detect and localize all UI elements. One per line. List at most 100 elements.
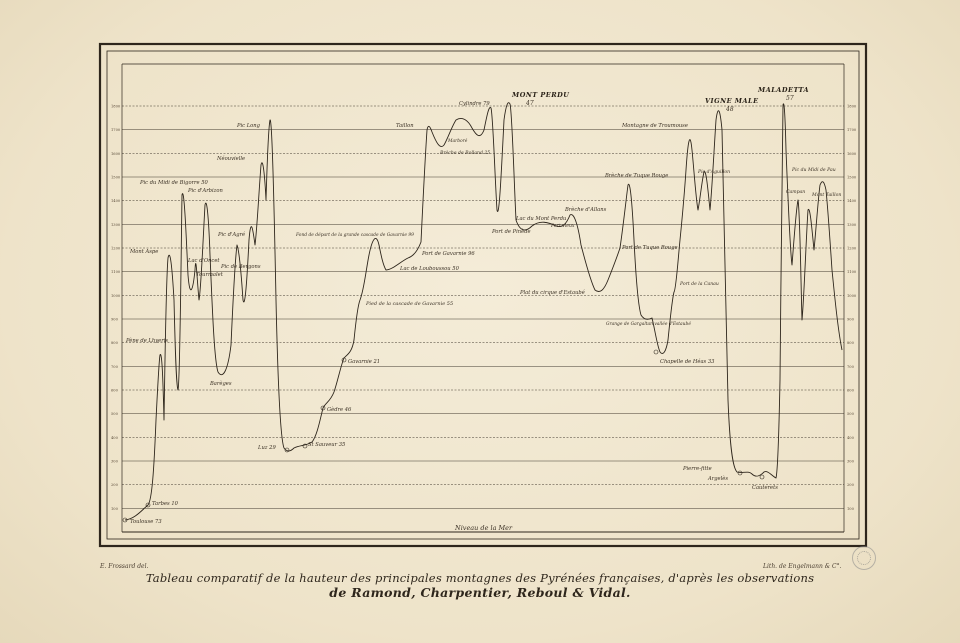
- axis-tick-label: 1200: [847, 247, 857, 251]
- label-lac-oncet: Lac d'Oncet: [187, 258, 220, 264]
- axis-tick-label: 400: [111, 436, 119, 440]
- axis-tick-label: 400: [847, 436, 855, 440]
- label-port-canau: Port de la Canau: [679, 281, 719, 287]
- axis-tick-label: 1600: [847, 152, 857, 156]
- label-taillon: Taillon: [396, 123, 414, 129]
- label-cylindre: Cylindre 79: [459, 101, 490, 107]
- label-lac-mont-perdu: Lac du Mont Perdu: [515, 216, 566, 222]
- sea-level-label: Niveau de la Mer: [454, 524, 513, 532]
- label-port-vieux: Port vieux: [550, 223, 575, 229]
- label-gavarnie: Gavarnie 21: [348, 359, 380, 365]
- label-gedre: Gèdre 46: [327, 406, 352, 413]
- axis-tick-label: 700: [847, 365, 855, 369]
- axis-tick-label: 600: [111, 389, 119, 393]
- label-breche-rolland: Brèche de Rolland 25: [439, 149, 490, 156]
- label-argeles: Argelès: [707, 475, 728, 482]
- left-axis-ticks: 100 200 300 400 500 600 700 800 900 1000 1100 1200 1…: [111, 105, 121, 511]
- axis-tick-label: 1700: [111, 128, 121, 132]
- label-toulouse: Toulouse 73: [130, 519, 162, 525]
- label-pic-du-midi-bigorre: Pic du Midi de Bigorre 50: [139, 180, 209, 186]
- library-stamp: [852, 546, 876, 570]
- credit-lithographer: Lith. de Engelmann & C°.: [763, 563, 842, 570]
- axis-tick-label: 1300: [111, 223, 121, 227]
- peak-num-vigne-male: 48: [725, 106, 734, 113]
- axis-tick-label: 800: [847, 341, 855, 345]
- label-port-pinede: Port de Pinède: [491, 228, 531, 235]
- axis-tick-label: 1600: [111, 152, 121, 156]
- profile-line: [124, 102, 843, 521]
- peak-title-vigne-male: VIGNE MALE: [705, 97, 759, 105]
- axis-tick-label: 1700: [847, 128, 857, 132]
- axis-tick-label: 1800: [111, 105, 121, 109]
- label-pierre-fitte: Pierre-fitte: [682, 466, 712, 472]
- label-st-sauveur: St Sauveur 35: [308, 442, 345, 448]
- axis-tick-label: 200: [111, 483, 119, 487]
- place-labels: Toulouse 73 Tarbes 10 Pène de Lhyeris Mo…: [125, 101, 841, 525]
- axis-tick-label: 1300: [847, 223, 857, 227]
- peak-num-maladetta: 57: [786, 95, 794, 102]
- peak-title-maladetta: MALADETTA: [757, 86, 809, 94]
- label-pene-de-lhyeris: Pène de Lhyeris: [125, 337, 168, 344]
- peak-title-mont-perdu: MONT PERDU: [511, 91, 569, 99]
- outer-frame: [98, 42, 868, 548]
- label-grange-gargaltan: Grange de Gargaltan vallée d'Estaubé: [606, 322, 691, 327]
- label-plat-cirque-estaube: Plat du cirque d'Estaubé: [519, 289, 585, 296]
- axis-tick-label: 500: [847, 412, 855, 416]
- label-luz: Luz 29: [257, 445, 276, 451]
- axis-tick-label: 800: [111, 341, 119, 345]
- label-lac-louboussou: Lac de Louboussou 50: [399, 266, 460, 272]
- label-pic-agre: Pic d'Agré: [217, 231, 245, 238]
- axis-tick-label: 300: [847, 460, 855, 464]
- credit-delineator: E. Frossard del.: [100, 563, 149, 570]
- label-pic-long: Pic Long: [236, 123, 261, 129]
- axis-tick-label: 1500: [847, 176, 857, 180]
- axis-tick-label: 500: [111, 412, 119, 416]
- axis-tick-label: 1000: [847, 294, 857, 298]
- label-mont-aspe: Mont Aspe: [129, 249, 158, 255]
- grid-lines: [122, 105, 844, 509]
- axis-tick-label: 1800: [847, 105, 857, 109]
- axis-tick-label: 300: [111, 460, 119, 464]
- label-bareges: Barèges: [209, 380, 232, 387]
- label-marbore: Marboré: [447, 139, 468, 144]
- label-port-gavarnie: Port de Gavarnie 96: [421, 251, 475, 257]
- peak-num-mont-perdu: 47: [525, 100, 534, 107]
- axis-tick-label: 700: [111, 365, 119, 369]
- label-neouvielle: Néouvielle: [216, 155, 245, 162]
- label-breche-tuque-rouge: Brèche de Tuque Rouge: [604, 172, 668, 179]
- inner-frame: [106, 50, 860, 540]
- plate-title-line2: de Ramond, Charpentier, Reboul & Vidal.: [329, 585, 631, 600]
- axis-tick-label: 100: [111, 507, 119, 511]
- label-port-tuque-rouge: Port de Tuque Rouge: [621, 245, 678, 251]
- label-cauterets: Cauterets: [752, 485, 778, 491]
- label-campan: Campan: [786, 189, 805, 195]
- axis-tick-label: 600: [847, 389, 855, 393]
- axis-tick-label: 1400: [847, 199, 857, 203]
- label-tarbes: Tarbes 10: [152, 501, 179, 507]
- axis-tick-label: 1200: [111, 247, 121, 251]
- axis-tick-label: 200: [847, 483, 855, 487]
- axis-tick-label: 1100: [111, 270, 121, 274]
- axis-tick-label: 1000: [111, 294, 121, 298]
- label-pic-arbizon: Pic d'Arbizon: [187, 188, 223, 194]
- axis-tick-label: 100: [847, 507, 855, 511]
- label-montagne-troumouse: Montagne de Troumouse: [621, 123, 688, 129]
- label-pic-midi-pau: Pic du Midi de Pau: [791, 167, 836, 173]
- label-fond-depart-cascade: Fond de départ de la grande cascade de G…: [295, 233, 414, 238]
- label-chapelle-heas: Chapelle de Héas 33: [660, 358, 715, 365]
- plate-title-line1: Tableau comparatif de la hauteur des pri…: [145, 571, 815, 585]
- label-pied-cascade: Pied de la cascade de Gavarnie 55: [365, 301, 453, 307]
- axis-tick-label: 900: [847, 318, 855, 322]
- axis-tick-label: 900: [111, 318, 119, 322]
- label-pic-bergons: Pic de Bergons: [220, 264, 261, 270]
- station-markers: [122, 349, 765, 523]
- right-axis-ticks: 100 200 300 400 500 600 700 800 900 1000 1100 1200 1…: [847, 105, 857, 511]
- axis-tick-label: 1500: [111, 176, 121, 180]
- label-mont-taillon: Mont Taillon: [811, 192, 841, 198]
- label-breche-allans: Brèche d'Allans: [564, 206, 607, 213]
- label-tourmalet: Tourmalet: [196, 272, 224, 278]
- axis-tick-label: 1400: [111, 199, 121, 203]
- axis-tick-label: 1100: [847, 270, 857, 274]
